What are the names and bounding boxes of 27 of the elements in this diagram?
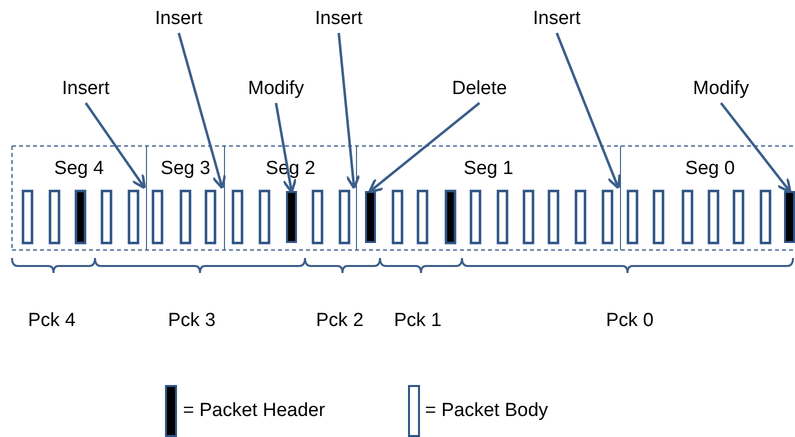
operation-label: Modify bbox=[248, 78, 304, 100]
operation-label: Delete bbox=[452, 78, 507, 100]
operation-label: Insert bbox=[155, 8, 203, 30]
packet-label: Pck 0 bbox=[606, 310, 654, 332]
arrow bbox=[720, 102, 792, 194]
packet-label: Pck 2 bbox=[316, 310, 364, 332]
arrow bbox=[368, 102, 480, 194]
segment-label: Seg 0 bbox=[684, 158, 736, 180]
arrow bbox=[556, 32, 621, 190]
arrow bbox=[178, 32, 226, 190]
packet-header-bar bbox=[365, 191, 376, 243]
arrow bbox=[84, 102, 146, 190]
packet-header-bar bbox=[286, 191, 297, 243]
segment-label: Seg 3 bbox=[160, 158, 212, 180]
operation-label: Insert bbox=[62, 78, 110, 100]
legend-text: = Packet Header bbox=[183, 400, 326, 422]
packet-label: Pck 4 bbox=[28, 310, 76, 332]
operation-label: Insert bbox=[315, 8, 363, 30]
operation-label: Modify bbox=[693, 78, 749, 100]
packet-label: Pck 1 bbox=[394, 310, 442, 332]
arrow bbox=[338, 32, 360, 190]
segment-label: Seg 1 bbox=[462, 158, 514, 180]
legend-text: = Packet Body bbox=[425, 400, 548, 422]
operation-label: Insert bbox=[533, 8, 581, 30]
packet-header-bar bbox=[784, 191, 795, 243]
segment-label: Seg 4 bbox=[53, 158, 105, 180]
packet-label: Pck 3 bbox=[168, 310, 216, 332]
